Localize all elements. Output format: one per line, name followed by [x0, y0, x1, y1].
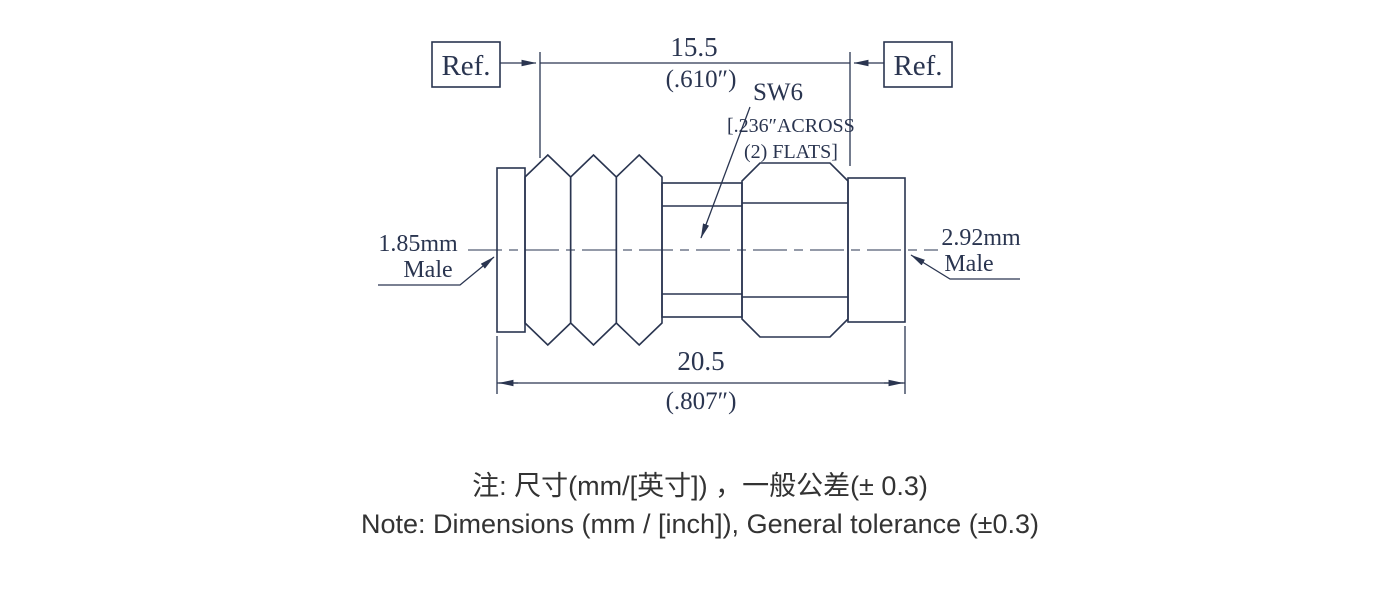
bottom-dim-inch-label: (.807″) [666, 388, 737, 415]
note-line-chinese: 注: 尺寸(mm/[英寸]) ，一般公差(± 0.3) [472, 471, 928, 501]
left-connector-gender-label: Male [403, 257, 452, 283]
right-connector-gender-label: Male [944, 251, 993, 277]
left-connector-callout: 1.85mm Male [378, 231, 495, 286]
ref-box-left: Ref. [431, 41, 501, 88]
left-connector-leader [378, 256, 495, 286]
note-line-english: Note: Dimensions (mm / [inch]), General … [360, 509, 1040, 539]
sw6-note-line2: (2) FLATS] [744, 141, 838, 163]
sw6-leader-line [700, 106, 751, 239]
ref-box-right-frame [883, 41, 953, 88]
top-dim-mm-label: 15.5 [670, 32, 717, 62]
ref-box-left-label: Ref. [441, 50, 490, 82]
ref-box-right: Ref. [883, 41, 953, 88]
sw6-note-line1: [.236″ACROSS [727, 115, 855, 137]
ref-box-left-frame [431, 41, 501, 88]
right-barrel [847, 177, 906, 323]
bottom-dimension: 20.5 (.807″) [496, 326, 906, 415]
bottom-dim-mm-label: 20.5 [677, 346, 724, 376]
hex-segment-3 [615, 153, 663, 347]
right-connector-callout: 2.92mm Male [910, 225, 1021, 280]
top-dim-inch-label: (.610″) [666, 66, 737, 93]
right-connector-leader [910, 254, 1020, 280]
left-connector-size-label: 1.85mm [378, 231, 458, 257]
right-connector-size-label: 2.92mm [941, 225, 1021, 251]
top-dimension: 15.5 (.610″) [500, 32, 884, 166]
sw6-label: SW6 [753, 79, 803, 106]
ref-box-right-label: Ref. [893, 50, 942, 82]
sw6-callout: SW6 [.236″ACROSS (2) FLATS] [700, 79, 855, 239]
connector-body [468, 153, 938, 347]
